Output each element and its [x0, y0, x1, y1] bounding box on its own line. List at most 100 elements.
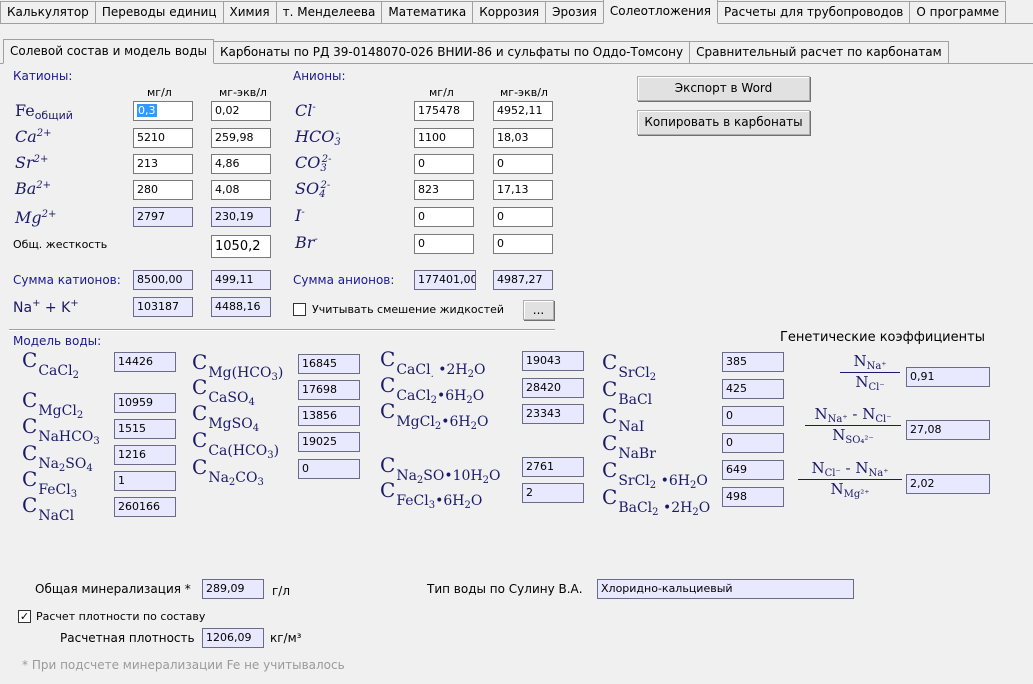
label-cacl2-6h2o: CCaCl2•6H2O: [380, 373, 485, 406]
br-mgl-input[interactable]: 0: [414, 234, 474, 254]
hco3-mgeq-input[interactable]: 18,03: [493, 128, 553, 148]
srcl2-6h2o-value: 649: [722, 460, 784, 480]
na2co3-value: 0: [298, 459, 360, 479]
export-word-button[interactable]: Экспорт в Word: [637, 76, 810, 101]
bacl-value: 425: [722, 379, 784, 399]
label-ca-hco3-2: CCa(HCO3): [192, 428, 280, 461]
nai-value: 0: [722, 406, 784, 426]
anions-sum-mgl: 177401,00: [414, 270, 476, 290]
cations-title: Катионы:: [13, 69, 73, 83]
mineralization-unit: г/л: [272, 584, 291, 598]
cl-mgeq-input[interactable]: 4952,11: [493, 101, 553, 121]
label-mgso4: CMgSO4: [192, 401, 260, 434]
label-na2so4: CNa2SO4: [22, 441, 93, 474]
label-mg-hco3-2: CMg(HCO3): [192, 350, 284, 383]
nabr-value: 0: [722, 433, 784, 453]
label-srcl2: CSrCl2: [602, 350, 657, 383]
fe-mgeq-input[interactable]: 0,02: [211, 101, 271, 121]
label-na2so4-10h2o: CNa2SO•10H2O: [380, 453, 501, 486]
copy-to-carbonates-button[interactable]: Копировать в карбонаты: [637, 110, 810, 135]
genetic-k3: 2,02: [906, 474, 990, 494]
sr-mgl-input[interactable]: 213: [133, 154, 193, 174]
mg-mgeq-output: 230,19: [211, 207, 271, 227]
caso4-value: 17698: [298, 380, 360, 400]
ion-i: I-: [295, 206, 305, 225]
density-checkbox[interactable]: ✓: [18, 610, 31, 623]
co3-mgeq-input[interactable]: 0: [493, 154, 553, 174]
main-tab-bar: Калькулятор Переводы единиц Химия т. Мен…: [0, 0, 1033, 24]
tab-scaling[interactable]: Солеотложения: [602, 0, 719, 24]
label-caso4: CCaSO4: [192, 375, 255, 408]
ion-ba: Ba2+: [15, 179, 52, 198]
genetic-k2: 27,08: [906, 420, 990, 440]
cations-col-mgeq: мг-экв/л: [219, 86, 267, 99]
cations-col-mgl: мг/л: [147, 86, 172, 99]
ba-mgl-input[interactable]: 280: [133, 180, 193, 200]
cl-mgl-input[interactable]: 175478: [414, 101, 474, 121]
mixing-dots-button[interactable]: ...: [523, 300, 554, 320]
ba-mgeq-input[interactable]: 4,08: [211, 180, 271, 200]
label-bacl2-2h2o: CBaCl2 •2H2O: [602, 485, 711, 518]
tab-about[interactable]: О программе: [909, 1, 1007, 23]
mgso4-value: 13856: [298, 406, 360, 426]
fecl3-6h2o-value: 2: [522, 483, 584, 503]
tab-erosion[interactable]: Эрозия: [545, 1, 604, 23]
genetic-k1: 0,91: [906, 367, 990, 387]
ion-cl: Cl-: [295, 101, 316, 120]
tab-unit-conversions[interactable]: Переводы единиц: [94, 1, 224, 23]
ion-mg: Mg2+: [15, 208, 57, 227]
hco3-mgl-input[interactable]: 1100: [414, 128, 474, 148]
hardness-input[interactable]: 1050,2: [211, 235, 271, 258]
hardness-label: Общ. жесткость: [13, 238, 108, 251]
tab-corrosion[interactable]: Коррозия: [472, 1, 547, 23]
i-mgeq-input[interactable]: 0: [493, 207, 553, 227]
genetic-fraction-1: NNa⁺ NCl⁻: [840, 352, 900, 393]
label-cacl2-2h2o: CCaCl. •2H2O: [380, 347, 486, 380]
mgcl2-value: 10959: [114, 393, 176, 413]
na2so4-10h2o-value: 2761: [522, 457, 584, 477]
anions-col-mgeq: мг-экв/л: [500, 86, 548, 99]
cations-sum-label: Сумма катионов:: [13, 273, 121, 287]
subtab-salt-composition[interactable]: Солевой состав и модель воды: [3, 39, 214, 64]
ca-mgeq-input[interactable]: 259,98: [211, 128, 271, 148]
so4-mgl-input[interactable]: 823: [414, 180, 474, 200]
tab-pipelines[interactable]: Расчеты для трубопроводов: [717, 1, 911, 23]
ion-sr: Sr2+: [15, 153, 49, 172]
label-fecl3: CFeCl3: [22, 467, 78, 500]
water-type-label: Тип воды по Сулину В.А.: [427, 582, 583, 596]
label-mgcl2-6h2o: CMgCl2•6H2O: [380, 399, 489, 432]
density-value: 1206,09: [202, 628, 264, 648]
mixing-checkbox[interactable]: [293, 303, 306, 316]
co3-mgl-input[interactable]: 0: [414, 154, 474, 174]
cacl2-6h2o-value: 28420: [522, 378, 584, 398]
nacl-value: 260166: [114, 497, 176, 517]
mg-mgl-output: 2797: [133, 207, 193, 227]
label-nahco3: CNaHCO3: [22, 414, 100, 447]
i-mgl-input[interactable]: 0: [414, 207, 474, 227]
tab-math[interactable]: Математика: [381, 1, 474, 23]
sr-mgeq-input[interactable]: 4,86: [211, 154, 271, 174]
br-mgeq-input[interactable]: 0: [493, 234, 553, 254]
genetic-fraction-3: NCl⁻ - NNa⁺ NMg²⁺: [798, 459, 902, 500]
ion-fe: Feобщий: [15, 101, 73, 122]
nak-mgeq-output: 4488,16: [211, 297, 271, 317]
cations-sum-mgeq: 499,11: [211, 270, 271, 290]
fe-mgl-input[interactable]: 0,3: [133, 101, 193, 121]
cations-sum-mgl: 8500,00: [133, 270, 193, 290]
tab-periodic-table[interactable]: т. Менделеева: [275, 1, 383, 23]
ca-hco3-2-value: 19025: [298, 432, 360, 452]
density-check-label: Расчет плотности по составу: [36, 610, 206, 623]
subtab-carbonates-sulfates[interactable]: Карбонаты по РД 39-0148070-026 ВНИИ-86 и…: [213, 41, 691, 63]
tab-calculator[interactable]: Калькулятор: [0, 1, 96, 23]
subtab-carbonate-comparison[interactable]: Сравнительный расчет по карбонатам: [689, 41, 949, 63]
divider: [9, 329, 555, 331]
ca-mgl-input[interactable]: 5210: [133, 128, 193, 148]
mixing-label: Учитывать смешение жидкостей: [312, 303, 505, 316]
sub-tab-bar: Солевой состав и модель воды Карбонаты п…: [0, 39, 1033, 64]
label-cacl2: CCaCl2: [22, 348, 79, 381]
model-title: Модель воды:: [13, 334, 102, 348]
ion-br: Br-: [295, 233, 318, 252]
anions-sum-label: Сумма анионов:: [293, 273, 395, 287]
tab-chemistry[interactable]: Химия: [222, 1, 277, 23]
so4-mgeq-input[interactable]: 17,13: [493, 180, 553, 200]
